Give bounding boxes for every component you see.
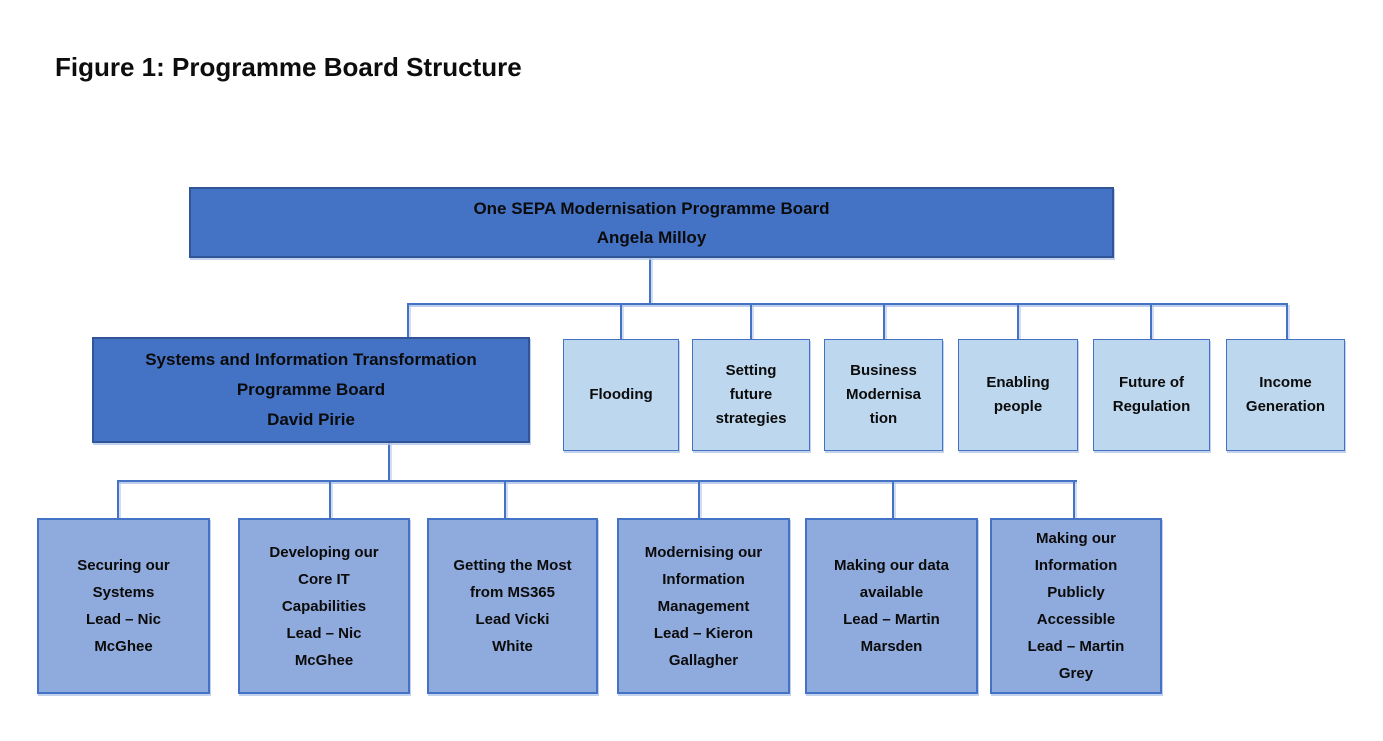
node-label: Modernising our Information Management L… [644,543,763,669]
node-label: Making our data available Lead – Martin … [833,557,949,655]
node-project-information-management: Modernising our Information Management L… [617,518,790,694]
node-workstream-setting-future-strategies: Setting future strategies [692,339,810,451]
connector-drop-business-modernisation [883,305,885,340]
connector-drop-information-management [698,482,700,518]
node-workstream-income-generation: Income Generation [1226,339,1345,451]
node-label: Setting future strategies [715,362,787,427]
connector-drop-setting-future-strategies [750,305,752,340]
connector-drop-publicly-accessible [1073,482,1075,518]
node-workstream-flooding: Flooding [563,339,679,451]
connector-drop-income-generation [1286,305,1288,340]
node-label: Getting the Most from MS365 Lead Vicki W… [453,557,572,655]
node-workstream-enabling-people: Enabling people [958,339,1078,451]
node-label: Business Modernisa tion [845,362,921,427]
connector-sit-stem [388,443,390,481]
node-label: One SEPA Modernisation Programme Board A… [473,198,830,247]
node-project-publicly-accessible: Making our Information Publicly Accessib… [990,518,1162,694]
node-label: Making our Information Publicly Accessib… [1027,530,1125,682]
connector-drop-data-available [892,482,894,518]
node-project-core-it-capabilities: Developing our Core IT Capabilities Lead… [238,518,410,694]
connector-tier3-rail [117,480,1077,482]
connector-drop-core-it [329,482,331,518]
node-label: Flooding [589,386,653,403]
connector-drop-sit-board [407,305,409,338]
connector-drop-enabling-people [1017,305,1019,340]
connector-tier2-rail [407,303,1288,305]
node-workstream-future-of-regulation: Future of Regulation [1093,339,1210,451]
node-project-securing-our-systems: Securing our Systems Lead – Nic McGhee [37,518,210,694]
figure-title: Figure 1: Programme Board Structure [55,52,522,82]
node-workstream-business-modernisation: Business Modernisa tion [824,339,943,451]
connector-root-stem [649,258,651,304]
node-project-most-from-ms365: Getting the Most from MS365 Lead Vicki W… [427,518,598,694]
node-one-sepa-programme-board: One SEPA Modernisation Programme Board A… [189,187,1114,258]
connector-drop-future-of-regulation [1150,305,1152,340]
node-project-data-available: Making our data available Lead – Martin … [805,518,978,694]
node-label: Systems and Information Transformation P… [145,350,477,429]
node-sit-programme-board: Systems and Information Transformation P… [92,337,530,443]
node-label: Income Generation [1245,374,1326,415]
connector-drop-ms365 [504,482,506,518]
node-label: Developing our Core IT Capabilities Lead… [269,543,379,669]
node-label: Securing our Systems Lead – Nic McGhee [77,557,170,655]
connector-drop-flooding [620,305,622,340]
connector-drop-securing-systems [117,482,119,518]
node-label: Future of Regulation [1112,374,1191,415]
node-label: Enabling people [986,374,1050,415]
